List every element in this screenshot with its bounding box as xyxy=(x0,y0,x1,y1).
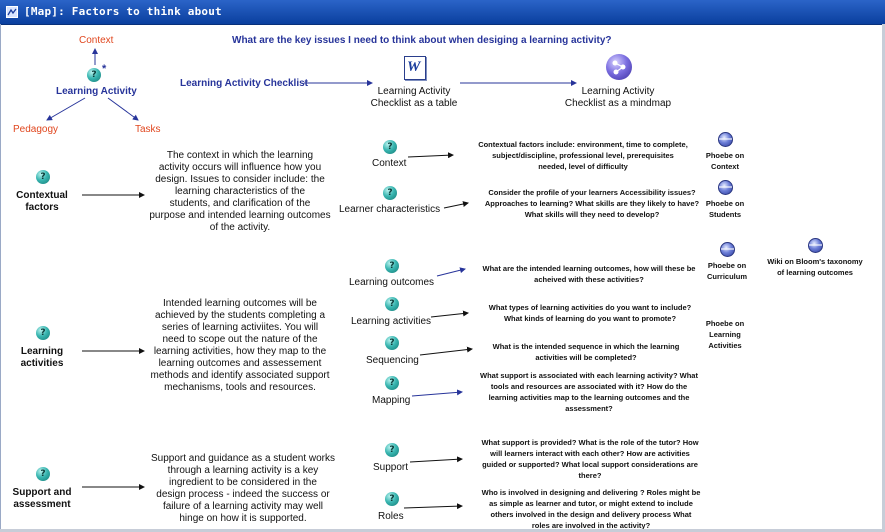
mindmap-icon[interactable] xyxy=(606,54,632,80)
section-title-activities[interactable]: Learning activities xyxy=(20,346,64,369)
window-title: [Map]: Factors to think about xyxy=(24,5,222,18)
web-globe-icon[interactable] xyxy=(808,238,823,253)
help-question-icon[interactable]: ? xyxy=(385,336,399,350)
factor-context-note: Contextual factors include: environment,… xyxy=(478,140,688,171)
factor-mapping[interactable]: Mapping xyxy=(372,395,411,406)
help-question-icon[interactable]: ? xyxy=(87,68,101,82)
factor-support[interactable]: Support xyxy=(373,462,409,473)
factor-learner-characteristics-note: Consider the profile of your learners Ac… xyxy=(484,188,700,219)
web-globe-icon[interactable] xyxy=(718,180,733,195)
factor-mapping-note: What support is associated with each lea… xyxy=(480,371,698,413)
help-question-icon[interactable]: ? xyxy=(383,186,397,200)
header-question: What are the key issues I need to think … xyxy=(232,35,612,46)
web-globe-icon[interactable] xyxy=(720,242,735,257)
factor-learner-characteristics[interactable]: Learner characteristics xyxy=(339,204,441,215)
map-icon xyxy=(6,6,18,18)
help-question-icon[interactable]: ? xyxy=(36,170,50,184)
section-title-support[interactable]: Support and assessment xyxy=(12,487,72,510)
factor-roles-note: Who is involved in designing and deliver… xyxy=(481,488,701,529)
topic-central[interactable]: Learning Activity xyxy=(56,86,137,97)
factor-learning-activities-note: What types of learning activities do you… xyxy=(488,303,692,323)
checklist-label[interactable]: Learning Activity Checklist xyxy=(180,78,308,89)
checklist-table-link[interactable]: Learning Activity Checklist as a table xyxy=(370,86,458,109)
scroll-edge-bottom[interactable] xyxy=(0,529,885,532)
factor-roles[interactable]: Roles xyxy=(378,511,404,522)
window-title-bar: [Map]: Factors to think about xyxy=(0,0,885,25)
section-text-support: Support and guidance as a student works … xyxy=(150,453,335,524)
help-question-icon[interactable]: ? xyxy=(385,443,399,457)
section-title-contextual[interactable]: Contextual factors xyxy=(16,190,68,213)
topic-pedagogy-link[interactable]: Pedagogy xyxy=(13,124,59,135)
help-question-icon[interactable]: ? xyxy=(36,326,50,340)
topic-star: * xyxy=(102,63,107,75)
help-question-icon[interactable]: ? xyxy=(383,140,397,154)
link-phoebe-students[interactable]: Phoebe on Students xyxy=(705,199,745,219)
factor-sequencing-note: What is the intended sequence in which t… xyxy=(492,342,680,362)
link-wiki-blooms[interactable]: Wiki on Bloom's taxonomy of learning out… xyxy=(767,257,863,277)
word-document-icon[interactable]: W xyxy=(404,56,426,80)
help-question-icon[interactable]: ? xyxy=(36,467,50,481)
factor-learning-outcomes-note: What are the intended learning outcomes,… xyxy=(482,264,696,284)
help-question-icon[interactable]: ? xyxy=(385,297,399,311)
help-question-icon[interactable]: ? xyxy=(385,259,399,273)
section-text-contextual: The context in which the learning activi… xyxy=(149,150,331,233)
link-phoebe-learning-activities[interactable]: Phoebe on Learning Activities xyxy=(705,319,745,350)
factor-support-note: What support is provided? What is the ro… xyxy=(481,438,699,480)
map-canvas xyxy=(0,24,882,532)
help-question-icon[interactable]: ? xyxy=(385,492,399,506)
topic-tasks-link[interactable]: Tasks xyxy=(135,124,161,135)
link-phoebe-context[interactable]: Phoebe on Context xyxy=(705,151,745,171)
web-globe-icon[interactable] xyxy=(718,132,733,147)
factor-learning-outcomes[interactable]: Learning outcomes xyxy=(349,277,435,288)
factor-learning-activities[interactable]: Learning activities xyxy=(351,316,432,327)
link-phoebe-curriculum[interactable]: Phoebe on Curriculum xyxy=(706,261,747,281)
help-question-icon[interactable]: ? xyxy=(385,376,399,390)
factor-sequencing[interactable]: Sequencing xyxy=(366,355,419,366)
topic-context-link[interactable]: Context xyxy=(79,35,114,46)
checklist-mindmap-link[interactable]: Learning Activity Checklist as a mindmap xyxy=(564,86,672,109)
section-text-activities: Intended learning outcomes will be achie… xyxy=(150,298,330,393)
scroll-edge[interactable] xyxy=(882,24,885,532)
factor-context[interactable]: Context xyxy=(372,158,407,169)
